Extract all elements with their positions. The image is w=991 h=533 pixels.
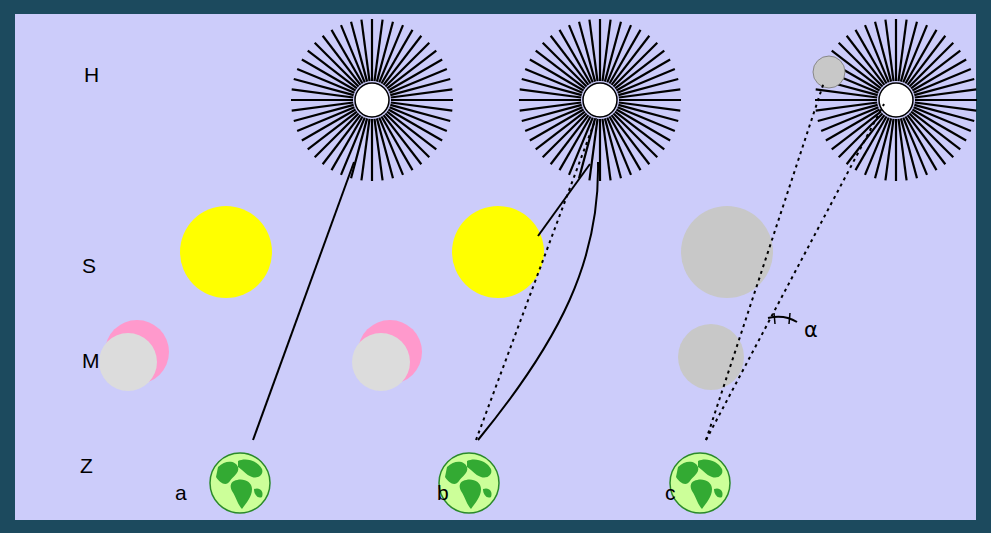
row-label: M bbox=[82, 350, 100, 371]
star-ray bbox=[525, 107, 582, 131]
row-label: S bbox=[82, 255, 96, 276]
moon-dark bbox=[352, 333, 410, 391]
star-ray bbox=[821, 107, 878, 131]
star-ray bbox=[569, 25, 593, 82]
star-ray bbox=[619, 89, 680, 97]
row-label: Z bbox=[80, 455, 93, 476]
star-ray bbox=[815, 99, 877, 101]
star-ray bbox=[294, 79, 354, 95]
star-ray bbox=[374, 119, 382, 180]
star-core bbox=[355, 83, 389, 117]
angle-symbol: α bbox=[804, 320, 818, 341]
star-ray bbox=[291, 99, 353, 101]
sight-line bbox=[706, 82, 824, 440]
star-core bbox=[583, 83, 617, 117]
star-ray bbox=[816, 102, 877, 110]
moon-dark bbox=[99, 333, 157, 391]
star-ray bbox=[589, 20, 597, 81]
star-ray bbox=[865, 25, 889, 82]
star-ray bbox=[391, 89, 452, 97]
star-ray bbox=[361, 20, 369, 81]
star-ray bbox=[292, 102, 353, 110]
earth bbox=[670, 453, 730, 513]
star bbox=[291, 19, 453, 181]
star-ray bbox=[915, 89, 976, 97]
light-ray bbox=[253, 162, 354, 440]
star-ray bbox=[901, 22, 917, 82]
panel bbox=[15, 14, 976, 520]
star-ray bbox=[341, 25, 365, 82]
angle-arc bbox=[768, 317, 797, 322]
star-ray bbox=[351, 118, 367, 178]
star-ray bbox=[607, 118, 631, 175]
star-ray bbox=[377, 22, 393, 82]
star-ray bbox=[391, 99, 453, 101]
row-label: H bbox=[84, 64, 99, 85]
star-ray bbox=[599, 19, 601, 81]
earths bbox=[210, 453, 730, 513]
light-ray bbox=[538, 164, 590, 236]
star-ray bbox=[390, 105, 450, 121]
star-ray bbox=[519, 99, 581, 101]
star-ray bbox=[618, 105, 678, 121]
sun bbox=[452, 206, 544, 298]
star-ray bbox=[371, 19, 373, 81]
star-ray bbox=[895, 119, 897, 181]
sight-line bbox=[706, 104, 884, 440]
star-ray bbox=[599, 119, 601, 181]
star-ray bbox=[619, 99, 681, 101]
sun bbox=[180, 206, 272, 298]
star-ray bbox=[390, 69, 447, 93]
panel-letter: b bbox=[437, 482, 449, 503]
angle-tick bbox=[774, 313, 775, 324]
bent-ray bbox=[478, 162, 598, 440]
angle-tick bbox=[789, 313, 790, 324]
star-ray bbox=[885, 20, 893, 81]
star-ray bbox=[297, 107, 354, 131]
star bbox=[519, 19, 681, 181]
star-ray bbox=[875, 118, 891, 178]
stars bbox=[291, 19, 977, 181]
star-ray bbox=[522, 79, 582, 95]
star bbox=[815, 19, 977, 181]
panel-letter: a bbox=[175, 482, 187, 503]
star-ray bbox=[379, 118, 403, 175]
star-ray bbox=[371, 119, 373, 181]
panel-letter: c bbox=[665, 482, 676, 503]
moon-eclipse bbox=[678, 324, 744, 390]
earth bbox=[210, 453, 270, 513]
star-ray bbox=[914, 69, 971, 93]
star-ray bbox=[903, 118, 927, 175]
star-core bbox=[879, 83, 913, 117]
small-body bbox=[813, 56, 845, 88]
star-ray bbox=[915, 99, 977, 101]
star-ray bbox=[914, 105, 974, 121]
star-ray bbox=[895, 19, 897, 81]
star-ray bbox=[618, 69, 675, 93]
star-ray bbox=[605, 22, 621, 82]
star-ray bbox=[602, 119, 610, 180]
star-ray bbox=[520, 102, 581, 110]
star-ray bbox=[898, 119, 906, 180]
sun-dark bbox=[681, 206, 773, 298]
